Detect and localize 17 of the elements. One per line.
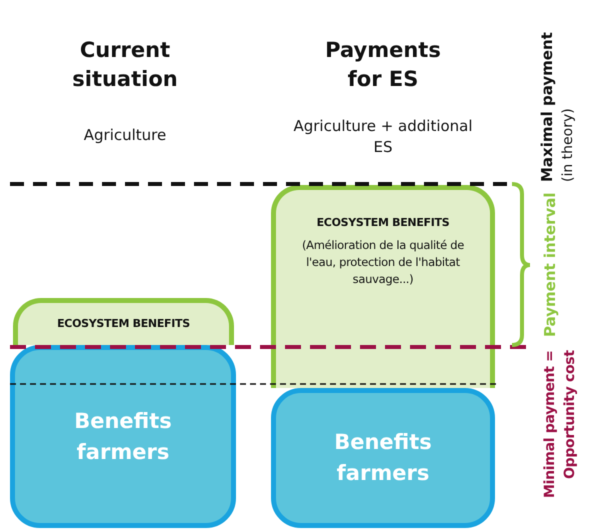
ecosystem-benefits-bar bbox=[13, 298, 234, 345]
column-subtitle: Agriculture + additional ES bbox=[293, 116, 473, 158]
column-heading: Current situation bbox=[71, 37, 179, 93]
column-heading: Payments for ES bbox=[324, 37, 442, 93]
minimal-payment-label: Minimal payment = Opportunity cost bbox=[541, 350, 579, 500]
payment-interval-label: Payment interval bbox=[540, 192, 560, 340]
maximal-payment-label: Maximal payment bbox=[538, 31, 556, 182]
bar-description: (Amélioration de la qualité de l'eau, protection de l'habitat sauvage...) bbox=[300, 237, 466, 288]
column-subtitle: Agriculture bbox=[82, 126, 168, 144]
bar-label: Benefits farmers bbox=[333, 429, 433, 487]
bar-heading: ECOSYSTEM BENEFITS bbox=[316, 216, 450, 229]
bar-label: Benefits farmers bbox=[73, 408, 173, 466]
farmer-benefits-bar bbox=[271, 388, 495, 528]
farmer-benefits-bar bbox=[10, 345, 236, 528]
bar-heading: ECOSYSTEM BENEFITS bbox=[56, 317, 191, 330]
ecosystem-benefits-bar bbox=[271, 185, 495, 388]
maximal-payment-note: (in theory) bbox=[560, 107, 576, 182]
